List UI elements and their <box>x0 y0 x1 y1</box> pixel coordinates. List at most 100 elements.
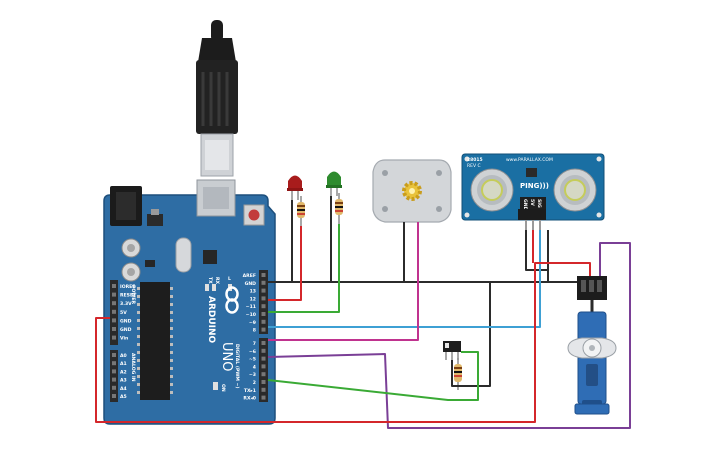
microcontroller-chip <box>137 282 173 400</box>
green-led-resistor <box>335 193 343 224</box>
analog-pin-label: A0 <box>120 353 127 359</box>
digital-pin-label: ~6 <box>249 349 256 355</box>
wire-5v-rail <box>95 262 591 423</box>
digital-pin-label: AREF <box>243 273 256 279</box>
wire-servo-signal <box>267 242 631 429</box>
chip-leg <box>170 343 173 346</box>
digital-header-top <box>259 270 268 334</box>
digital-pin[interactable] <box>261 387 266 392</box>
digital-header-bottom <box>259 338 268 402</box>
on-label: ON <box>220 384 226 392</box>
dc-motor <box>372 159 452 223</box>
chip-leg <box>170 319 173 322</box>
power-pin[interactable] <box>112 284 116 288</box>
power-pin[interactable] <box>112 327 116 331</box>
transistor-resistor <box>454 358 462 390</box>
digital-pin[interactable] <box>261 356 266 361</box>
analog-pin-label: A4 <box>120 386 127 392</box>
digital-pin-label: 7 <box>253 341 256 347</box>
power-pin-label: RESET <box>120 293 137 299</box>
chip-leg <box>170 303 173 306</box>
digital-pin-label: ~9 <box>249 320 256 326</box>
power-pin[interactable] <box>112 301 116 306</box>
chip-leg <box>137 343 140 346</box>
digital-pin-label: ~11 <box>246 304 256 310</box>
digital-pin[interactable] <box>261 304 266 309</box>
analog-pin-label: A1 <box>120 361 127 367</box>
digital-pin-label: 2 <box>253 380 256 386</box>
analog-pin[interactable] <box>112 385 116 390</box>
ping-ultrasonic-sensor: 28015 REV C www.PARALLAX.COM PING))) GND… <box>461 153 605 230</box>
digital-pin[interactable] <box>261 273 266 277</box>
chip-leg <box>137 311 140 314</box>
chip-leg <box>137 287 140 290</box>
sensor-pin-label: 5V <box>529 199 535 206</box>
chip-leg <box>137 383 140 386</box>
digital-pin[interactable] <box>261 364 266 369</box>
analog-pin[interactable] <box>112 353 116 357</box>
digital-pin[interactable] <box>261 288 266 293</box>
analog-in-label: ANALOG IN <box>130 353 136 382</box>
infinity-icon <box>225 286 239 314</box>
chip-leg <box>137 375 140 378</box>
digital-pin-label: 8 <box>253 328 256 334</box>
power-pin[interactable] <box>112 335 116 340</box>
analog-pin[interactable] <box>112 361 116 366</box>
digital-pin[interactable] <box>261 341 266 345</box>
chip-leg <box>170 351 173 354</box>
power-pin-label: GND <box>120 327 132 333</box>
chip-leg <box>170 327 173 330</box>
digital-pin[interactable] <box>261 319 266 324</box>
digital-pin[interactable] <box>261 327 266 332</box>
rx-label: RX <box>214 277 220 285</box>
wire-green-led <box>268 224 340 313</box>
sensor-pin-label: GND <box>522 199 528 211</box>
chip-leg <box>137 367 140 370</box>
power-pin-label: GND <box>120 318 132 324</box>
red-led-resistor <box>297 196 305 226</box>
chip-leg <box>170 367 173 370</box>
power-pin[interactable] <box>112 318 116 323</box>
chip-leg <box>170 295 173 298</box>
servo-motor <box>567 276 617 415</box>
sensor-revision: REV C <box>467 163 481 169</box>
digital-pin-label: ~5 <box>249 357 256 363</box>
model-label: UNO <box>219 342 234 371</box>
digital-pin[interactable] <box>261 280 266 285</box>
chip-leg <box>170 335 173 338</box>
chip-leg <box>137 327 140 330</box>
analog-pin[interactable] <box>112 377 116 382</box>
digital-pin-label: RX◂0 <box>243 396 256 402</box>
power-pin-label: IOREF <box>120 284 135 290</box>
digital-pin[interactable] <box>261 312 266 316</box>
sensor-maker: www.PARALLAX.COM <box>506 157 553 163</box>
analog-pin[interactable] <box>112 394 116 398</box>
digital-pin[interactable] <box>261 296 266 301</box>
chip-leg <box>170 383 173 386</box>
red-led <box>287 175 303 200</box>
analog-pin-label: A5 <box>120 394 127 400</box>
chip-leg <box>170 391 173 394</box>
green-led <box>326 171 342 196</box>
wire-red-led <box>268 226 302 301</box>
digital-pin[interactable] <box>261 348 266 353</box>
power-pin[interactable] <box>112 292 116 297</box>
sensor-pin-label: SIG <box>536 199 542 208</box>
digital-pin-label: GND <box>245 281 257 287</box>
analog-pin[interactable] <box>112 369 116 374</box>
digital-label: DIGITAL (PWM ~) <box>234 344 240 389</box>
chip-leg <box>137 319 140 322</box>
reset-button[interactable] <box>243 204 265 226</box>
power-pin-label: 3.3V <box>120 301 132 307</box>
digital-pin[interactable] <box>261 372 266 377</box>
power-pin[interactable] <box>112 309 116 314</box>
digital-pin-label: TX▸1 <box>244 388 256 394</box>
chip-leg <box>137 335 140 338</box>
sensor-part-number: 28015 <box>467 157 483 163</box>
brand-label: ARDUINO <box>206 296 216 344</box>
digital-pin[interactable] <box>261 395 266 400</box>
digital-pin-label: 12 <box>250 296 256 302</box>
tx-label: TX <box>207 277 213 284</box>
digital-pin[interactable] <box>261 380 266 384</box>
